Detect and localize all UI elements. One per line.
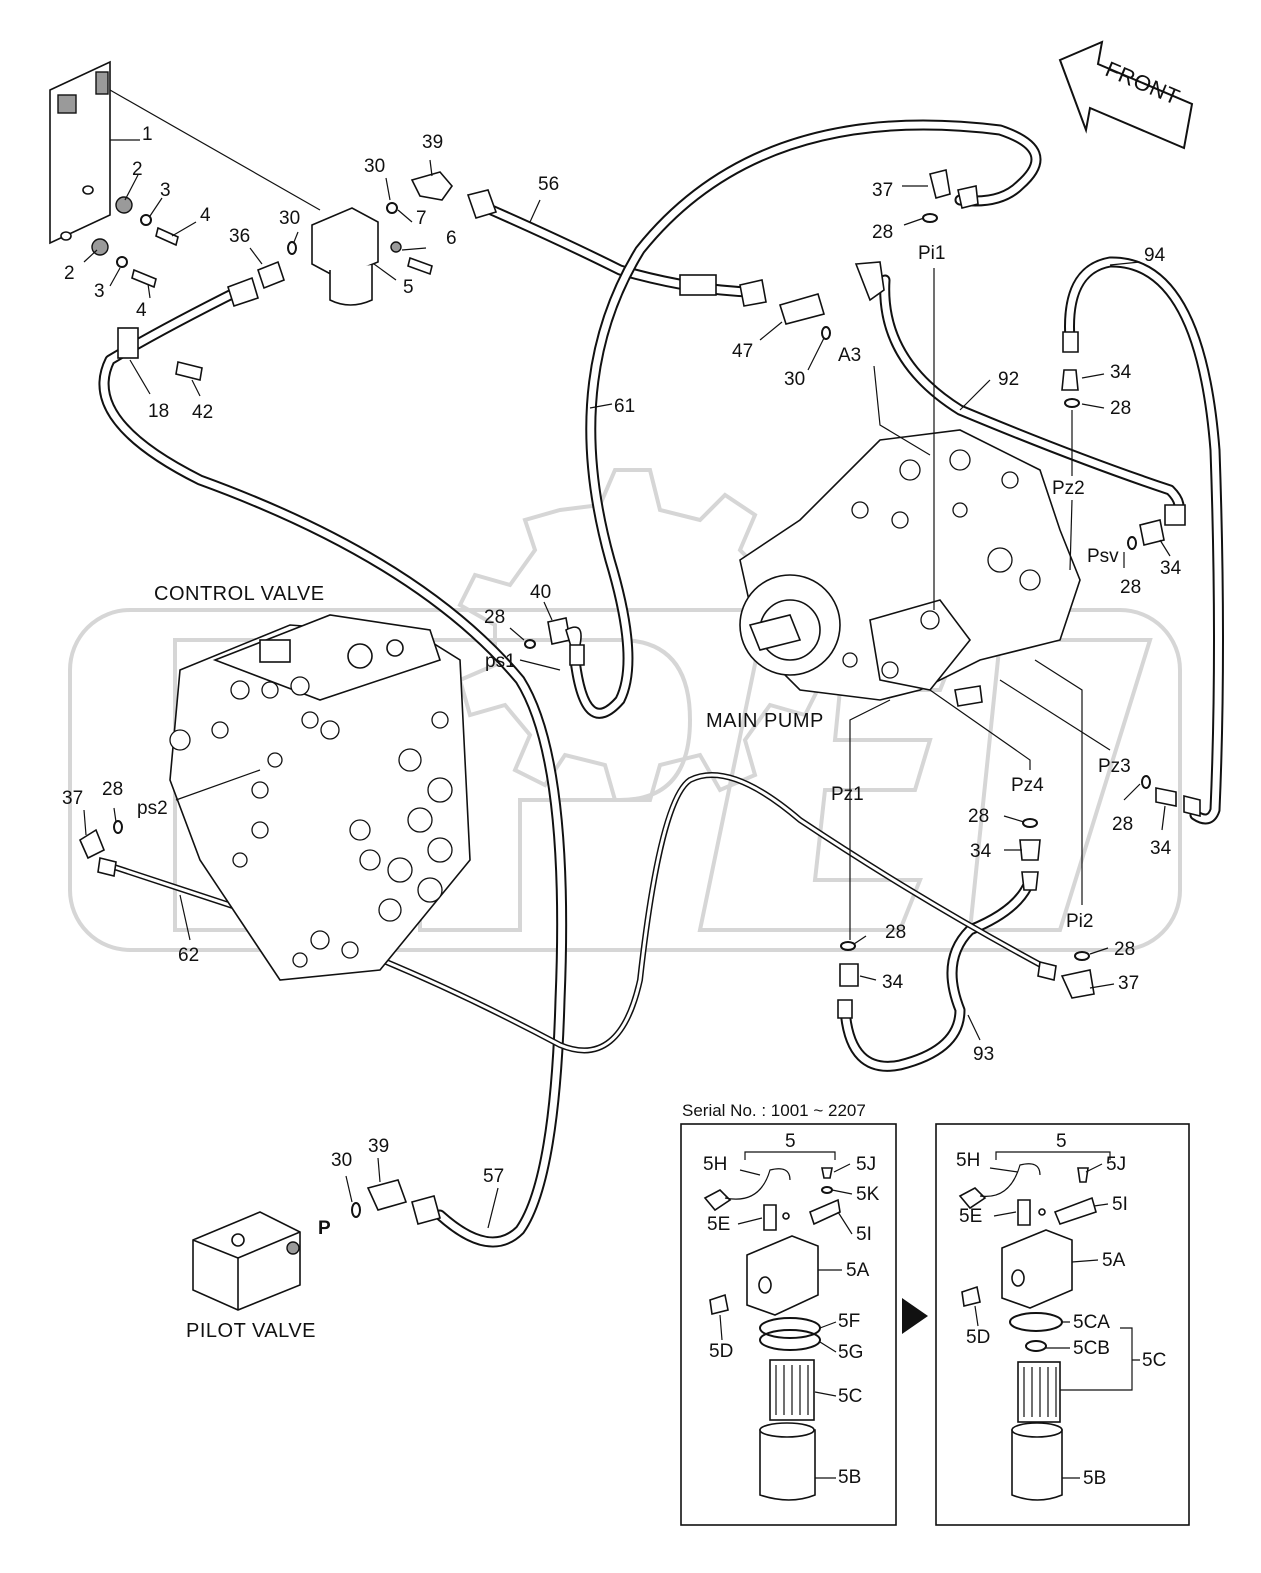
- part-number: 30: [279, 208, 300, 229]
- port-pz3: Pz3: [1098, 756, 1131, 777]
- detail-label: 5G: [838, 1342, 863, 1363]
- detail-label: 5A: [846, 1260, 870, 1281]
- detail-label: 5B: [1083, 1468, 1106, 1489]
- pilot-valve-caption: PILOT VALVE: [186, 1320, 316, 1342]
- port-labels: Pi1 Pi2 Pz1 Pz2 Pz3 Pz4 Psv ps1 ps2 A3 P: [137, 243, 1131, 1239]
- part-number: 28: [1110, 398, 1131, 419]
- part-number: 34: [1160, 558, 1182, 579]
- detail-box-old: 5 5H 5J 5K 5E 5I 5A 5D 5F 5G 5C 5B: [680, 1123, 897, 1526]
- detail-title: 5: [1056, 1131, 1067, 1152]
- front-arrow: FRONT: [1058, 40, 1194, 150]
- part-number: 28: [885, 922, 906, 943]
- detail-label: 5C: [1142, 1350, 1166, 1371]
- port-a3: A3: [838, 345, 861, 366]
- part-number: 28: [102, 779, 123, 800]
- part-number: 39: [368, 1136, 389, 1157]
- part-number: 37: [62, 788, 83, 809]
- part-number: 28: [872, 222, 893, 243]
- part-number: 2: [132, 159, 143, 180]
- detail-label: 5F: [838, 1311, 860, 1332]
- port-pz2: Pz2: [1052, 478, 1085, 499]
- detail-label: 5CB: [1073, 1338, 1110, 1359]
- detail-label: 5B: [838, 1467, 861, 1488]
- serial-caption: Serial No. : 1001 ~ 2207: [682, 1101, 866, 1120]
- control-valve: [169, 614, 471, 981]
- detail-label: 5K: [856, 1184, 880, 1205]
- detail-label: 5I: [1112, 1194, 1128, 1215]
- part-number: 37: [872, 180, 893, 201]
- control-valve-caption: CONTROL VALVE: [154, 583, 325, 605]
- detail-label: 5H: [703, 1154, 727, 1175]
- detail-label: 5J: [856, 1154, 876, 1175]
- port-pz4: Pz4: [1011, 775, 1044, 796]
- part-number: 56: [538, 174, 559, 195]
- part-number: 1: [142, 124, 153, 145]
- part-number: 28: [1114, 939, 1135, 960]
- part-number: 37: [1118, 973, 1139, 994]
- arrow-icon: [1058, 40, 1194, 150]
- part-number: 34: [970, 841, 992, 862]
- part-number: 3: [160, 180, 171, 201]
- part-number: 30: [331, 1150, 352, 1171]
- part-number: 5: [403, 277, 414, 298]
- leader-lines: [83, 89, 1171, 1229]
- detail-label: 5I: [856, 1224, 872, 1245]
- part-number: 18: [148, 401, 169, 422]
- part-number: 94: [1144, 245, 1166, 266]
- detail-label: 5H: [956, 1150, 980, 1171]
- port-ps1: ps1: [485, 651, 516, 672]
- port-pi2: Pi2: [1066, 911, 1093, 932]
- detail-label: 5D: [966, 1327, 990, 1348]
- pilot-valve: [192, 1211, 301, 1311]
- part-number: 28: [968, 806, 989, 827]
- detail-label: 5D: [709, 1341, 733, 1362]
- detail-label: 5E: [707, 1214, 730, 1235]
- part-number: 4: [200, 205, 211, 226]
- part-number: 28: [484, 607, 505, 628]
- fittings: [78, 169, 1201, 1225]
- part-numbers: 1 2 3 4 2 3 4 5 6 7 18 42 30 39 30 36 56…: [62, 124, 1182, 1187]
- part-number: 4: [136, 300, 147, 321]
- detail-label: 5J: [1106, 1154, 1126, 1175]
- detail-label: 5C: [838, 1386, 862, 1407]
- detail-label: 5A: [1102, 1250, 1126, 1271]
- triangle-right-icon: [902, 1298, 928, 1334]
- part-number: 34: [882, 972, 904, 993]
- detail-box-new: 5 5H 5J 5E 5I 5A 5D 5CA 5CB 5C 5B: [935, 1123, 1190, 1526]
- part-number: 47: [732, 341, 753, 362]
- part-number: 62: [178, 945, 199, 966]
- line-filter: [311, 202, 433, 306]
- part-number: 28: [1120, 577, 1141, 598]
- port-psv: Psv: [1087, 546, 1119, 567]
- part-number: 30: [784, 369, 805, 390]
- detail-label: 5CA: [1073, 1312, 1110, 1333]
- detail-label: 5E: [959, 1206, 982, 1227]
- part-number: 28: [1112, 814, 1133, 835]
- part-number: 92: [998, 369, 1019, 390]
- part-number: 93: [973, 1044, 994, 1065]
- part-number: 57: [483, 1166, 504, 1187]
- port-ps2: ps2: [137, 798, 168, 819]
- part-number: 40: [530, 582, 551, 603]
- part-number: 7: [416, 208, 427, 229]
- part-number: 61: [614, 396, 635, 417]
- port-pz1: Pz1: [831, 784, 864, 805]
- mounting-bracket: [49, 60, 179, 289]
- part-number: 30: [364, 156, 385, 177]
- detail-title: 5: [785, 1131, 796, 1152]
- part-number: 6: [446, 228, 457, 249]
- part-number: 39: [422, 132, 443, 153]
- part-number: 36: [229, 226, 250, 247]
- port-p: P: [318, 1218, 331, 1239]
- part-number: 42: [192, 402, 213, 423]
- part-number: 2: [64, 263, 75, 284]
- part-number: 34: [1110, 362, 1132, 383]
- hoses: [98, 119, 1224, 1248]
- main-pump: [739, 429, 1081, 707]
- main-pump-caption: MAIN PUMP: [706, 710, 824, 732]
- part-number: 34: [1150, 838, 1172, 859]
- port-pi1: Pi1: [918, 243, 945, 264]
- part-number: 3: [94, 281, 105, 302]
